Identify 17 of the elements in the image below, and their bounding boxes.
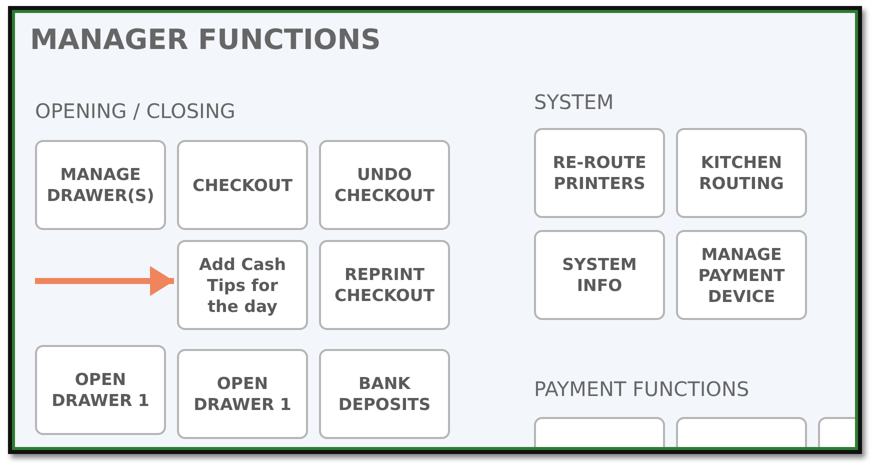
arrow (35, 266, 174, 296)
menu-button: MANAGE PAYMENT DEVICE (676, 230, 807, 320)
menu-button: MANAGE DRAWER(S) (35, 140, 166, 230)
menu-button: OPEN DRAWER 1 (35, 345, 166, 435)
menu-button: CHECKOUT (177, 140, 308, 230)
menu-button: SYSTEM INFO (534, 230, 665, 320)
menu-button: BANK DEPOSITS (319, 349, 450, 439)
menu-button: UNDO CHECKOUT (319, 140, 450, 230)
section-heading: PAYMENT FUNCTIONS (534, 377, 750, 401)
section-heading: SYSTEM (534, 90, 614, 114)
page-title: MANAGER FUNCTIONS (30, 23, 381, 56)
menu-button: Add Cash Tips for the day (177, 240, 308, 330)
menu-button: OPEN DRAWER 1 (177, 349, 308, 439)
menu-button: KITCHEN ROUTING (676, 128, 807, 218)
menu-button: RE-ROUTE PRINTERS (534, 128, 665, 218)
section-heading: OPENING / CLOSING (35, 99, 236, 123)
menu-button: REPRINT CHECKOUT (319, 240, 450, 330)
